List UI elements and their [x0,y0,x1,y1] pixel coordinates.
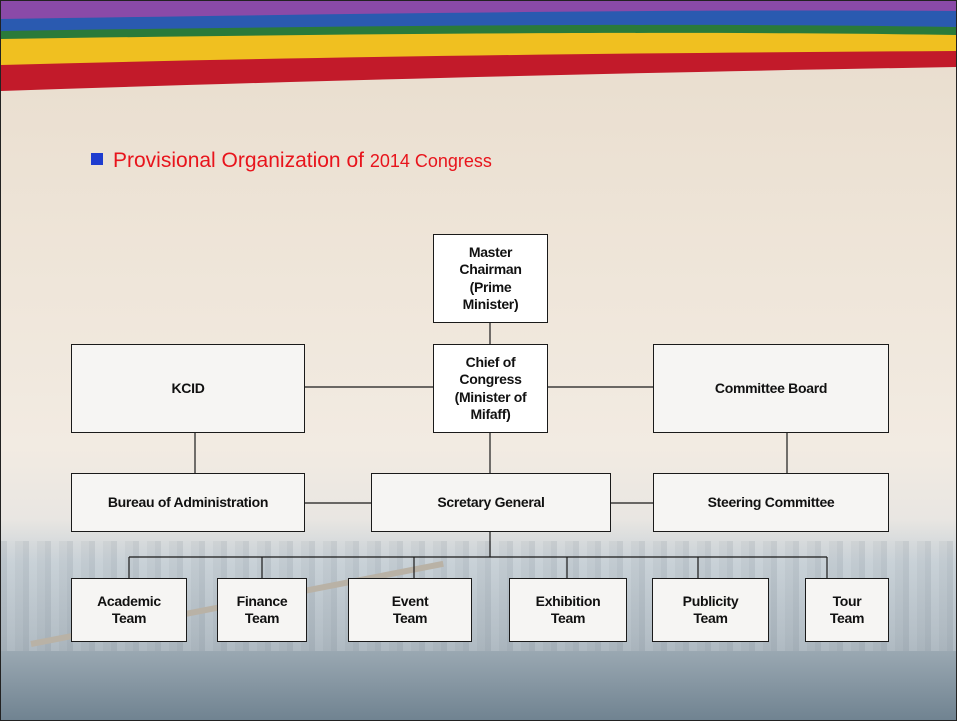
box-chief-of-congress: Chief of Congress (Minister of Mifaff) [433,344,548,433]
box-finance-team: Finance Team [217,578,307,642]
box-master-chairman: Master Chairman (Prime Minister) [433,234,548,323]
slide-title: Provisional Organization of 2014 Congres… [91,149,492,173]
box-publicity-team: Publicity Team [652,578,769,642]
box-event-team: Event Team [348,578,472,642]
box-academic-team: Academic Team [71,578,187,642]
box-secretary-general: Scretary General [371,473,611,532]
square-bullet-icon [91,153,103,165]
title-year: 2014 [369,151,410,171]
box-exhibition-team: Exhibition Team [509,578,627,642]
stripe-red [1,51,956,91]
box-tour-team: Tour Team [805,578,889,642]
title-suffix: Congress [409,151,492,171]
title-prefix: Provisional Organization of [113,149,370,172]
box-bureau-of-administration: Bureau of Administration [71,473,305,532]
river-background [1,651,956,720]
box-kcid: KCID [71,344,305,433]
box-steering-committee: Steering Committee [653,473,889,532]
box-committee-board: Committee Board [653,344,889,433]
rainbow-stripes-banner [1,1,956,91]
